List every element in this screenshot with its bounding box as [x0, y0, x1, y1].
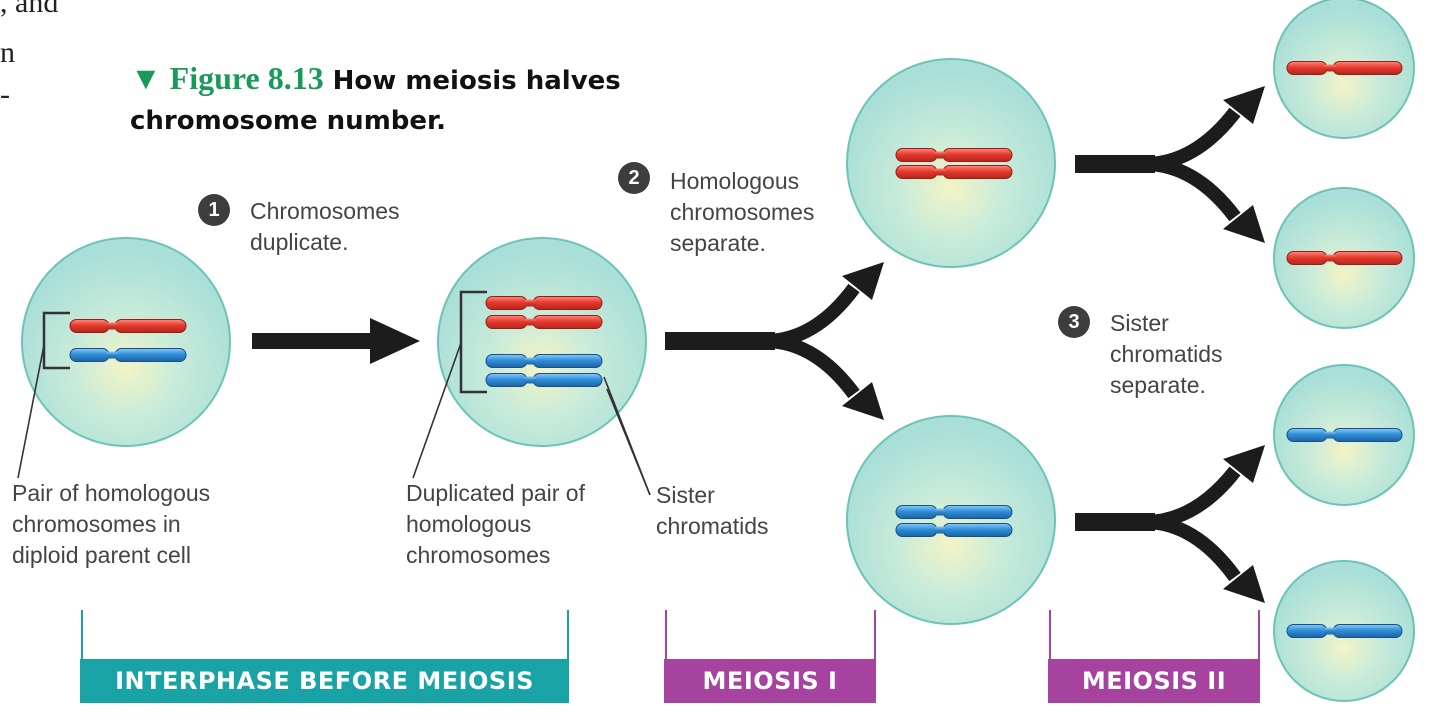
text-line: Pair of homologous: [12, 480, 211, 506]
page-text-fragment: , and: [0, 0, 59, 19]
chromatid-red: [895, 148, 1013, 162]
chromosome-red: [1286, 251, 1403, 265]
chromosome-blue: [69, 348, 187, 362]
text-line: chromatids: [656, 513, 769, 539]
page-text-fragment: -: [0, 78, 10, 111]
leader-line: [606, 388, 651, 496]
cell-meiosis1-top: [846, 58, 1056, 268]
chromosome-blue: [1286, 624, 1403, 638]
fork-arrow-meiosis-2-bottom: [1075, 445, 1265, 603]
leader-line: [17, 344, 45, 479]
label-sister-chromatids: Sister chromatids: [656, 480, 768, 542]
fork-arrow-meiosis-1: [665, 262, 884, 420]
chromatid-blue: [895, 523, 1013, 537]
stage-meiosis-2-label: MEIOSIS II: [1048, 659, 1260, 703]
text-line: duplicate.: [250, 229, 349, 255]
text-line: chromosomes: [670, 199, 815, 225]
chromatid-red: [895, 165, 1013, 179]
text-line: homologous: [406, 511, 532, 537]
text-line: diploid parent cell: [12, 542, 192, 568]
chromatid-red: [485, 315, 603, 329]
chromatid-blue: [895, 505, 1013, 519]
step-3-text: Sister chromatids separate.: [1110, 308, 1222, 401]
cell-parent: [21, 237, 231, 447]
bracket-duplicated: [459, 290, 487, 394]
stage-bracket-interphase: [81, 610, 569, 660]
chromatid-blue: [485, 373, 603, 387]
text-line: Duplicated pair of: [406, 480, 585, 506]
arrow-interphase: [252, 318, 420, 364]
text-line: Sister: [1110, 310, 1169, 336]
stage-interphase-label: INTERPHASE BEFORE MEIOSIS: [80, 659, 569, 703]
text-line: separate.: [670, 230, 766, 256]
text-line: chromatids: [1110, 341, 1223, 367]
fork-arrows: [665, 86, 1265, 603]
step-3-badge: 3: [1058, 306, 1090, 338]
label-parent-pair: Pair of homologous chromosomes in diploi…: [12, 478, 210, 571]
cell-duplicated: [437, 237, 647, 447]
step-2-text: Homologous chromosomes separate.: [670, 166, 814, 259]
step-2-badge: 2: [618, 162, 650, 194]
text-line: Sister: [656, 482, 715, 508]
figure-caption: ▼ Figure 8.13 How meiosis halves chromos…: [130, 60, 690, 143]
stage-meiosis-1-label: MEIOSIS I: [664, 659, 876, 703]
figure-title: How meiosis halves chromosome number.: [130, 66, 621, 136]
bracket-parent: [42, 311, 70, 370]
text-line: chromosomes: [406, 542, 551, 568]
text-line: Chromosomes: [250, 198, 400, 224]
chromosome-red: [69, 319, 187, 333]
stage-bracket-meiosis-1: [665, 610, 876, 660]
chromosomes: [69, 61, 1403, 638]
chromosome-red: [1286, 61, 1403, 75]
cell-meiosis1-bottom: [846, 415, 1056, 625]
label-duplicated-pair: Duplicated pair of homologous chromosome…: [406, 478, 585, 571]
leader-line: [412, 342, 462, 479]
chromatid-red: [485, 296, 603, 310]
step-1-text: Chromosomes duplicate.: [250, 196, 400, 258]
fork-arrow-meiosis-2-top: [1075, 86, 1265, 243]
step-1-badge: 1: [198, 194, 230, 226]
stage-bracket-meiosis-2: [1049, 610, 1260, 660]
chromosome-blue: [1286, 428, 1403, 442]
text-line: Homologous: [670, 168, 800, 194]
chromatid-blue: [485, 354, 603, 368]
text-line: chromosomes in: [12, 511, 181, 537]
figure-number: ▼ Figure 8.13: [130, 60, 324, 96]
page-text-fragment: n: [0, 36, 15, 69]
text-line: separate.: [1110, 372, 1206, 398]
